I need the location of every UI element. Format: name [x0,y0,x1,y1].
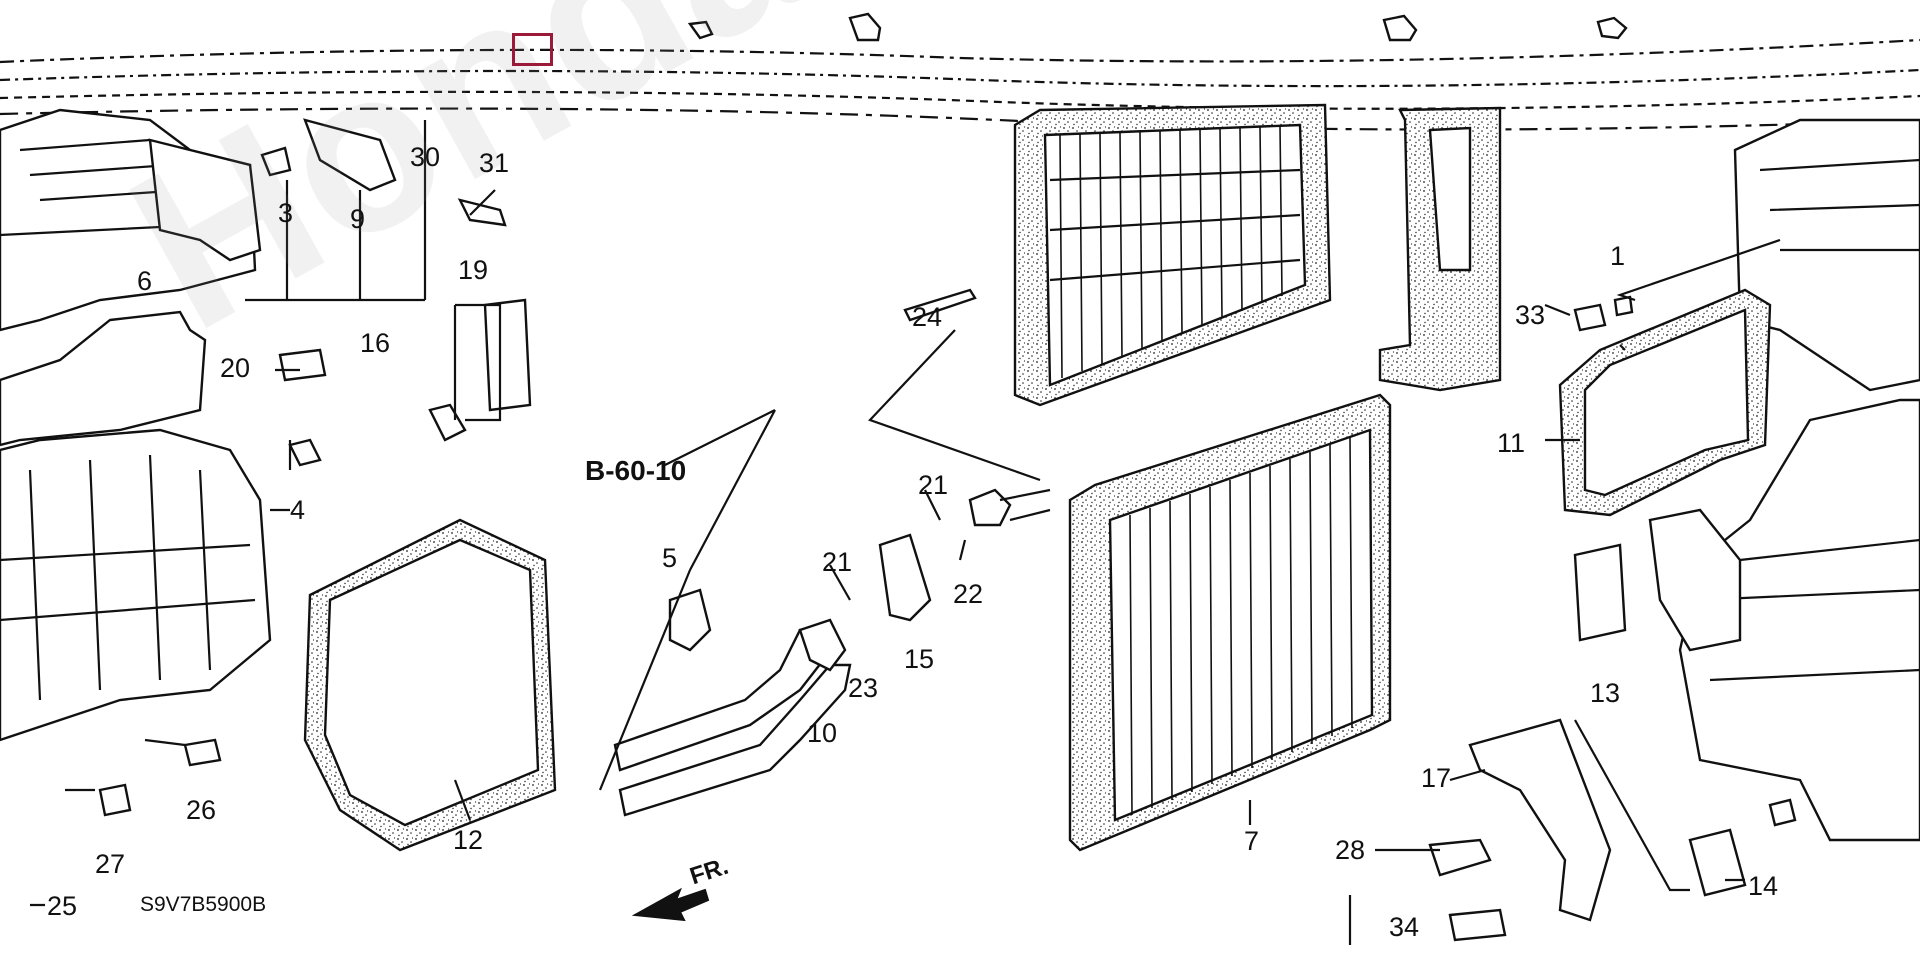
part-label-12[interactable]: 12 [453,825,484,855]
leader-lines [30,120,1781,945]
part-label-10[interactable]: 10 [807,718,838,748]
part-label-21-upper[interactable]: 21 [918,470,949,500]
forward-arrow-icon [631,887,710,922]
part-label-24[interactable]: 24 [912,302,943,332]
part-label-15[interactable]: 15 [904,644,935,674]
part-label-31[interactable]: 31 [479,148,510,178]
part-label-11[interactable]: 11 [1497,428,1526,458]
part-label-34[interactable]: 34 [1389,912,1420,942]
evaporator-housing-left [0,108,272,742]
part-label-7[interactable]: 7 [1244,826,1260,856]
part-label-13[interactable]: 13 [1590,678,1621,708]
part-label-9[interactable]: 9 [350,204,366,234]
dashboard-top-strip [0,12,1920,131]
part-label-26[interactable]: 26 [186,795,217,825]
part-label-16[interactable]: 16 [360,328,391,358]
part-label-19[interactable]: 19 [458,255,489,285]
part-label-25[interactable]: 25 [47,891,78,921]
highlight-marker[interactable] [512,33,553,66]
part-label-22[interactable]: 22 [953,579,984,609]
dust-filter [1013,103,1332,407]
section-reference-link[interactable]: B-60-10 [585,455,687,486]
part-label-17[interactable]: 17 [1421,763,1452,793]
part-label-1[interactable]: 1 [1610,241,1626,271]
filter-bracket [1378,106,1502,392]
part-label-28[interactable]: 28 [1335,835,1366,865]
part-label-21-lower[interactable]: 21 [822,547,853,577]
pipe-assembly-10 [613,488,1051,817]
blower-housing-right [1648,118,1920,842]
part-label-5[interactable]: 5 [662,543,678,573]
part-label-3[interactable]: 3 [278,198,294,228]
seal-12 [303,518,557,852]
part-label-20[interactable]: 20 [220,353,251,383]
part-label-23[interactable]: 23 [848,673,879,703]
part-label-4[interactable]: 4 [290,495,306,525]
evaporator-core [1068,393,1392,852]
seal-11 [1558,288,1772,517]
part-label-14[interactable]: 14 [1748,871,1779,901]
part-label-33[interactable]: 33 [1515,300,1546,330]
small-parts [98,118,1797,942]
part-label-6[interactable]: 6 [137,266,153,296]
part-label-27[interactable]: 27 [95,849,126,879]
figure-code: S9V7B5900B [140,893,267,916]
part-label-30[interactable]: 30 [410,142,441,172]
